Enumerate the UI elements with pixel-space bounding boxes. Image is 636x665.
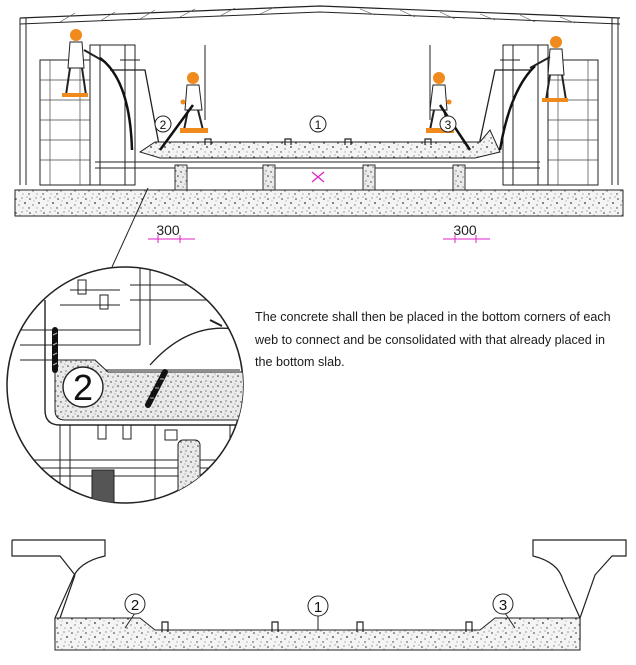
worker-left-upper: [62, 29, 106, 97]
svg-text:300: 300: [156, 222, 180, 238]
callout-section-2: 2: [124, 593, 146, 615]
ground-concrete: [14, 189, 624, 217]
svg-text:1: 1: [315, 118, 322, 132]
worker-right-lower: [426, 72, 454, 133]
slab-rebar-hooks: [204, 138, 432, 145]
center-bracing: [311, 171, 325, 183]
svg-text:2: 2: [160, 118, 167, 132]
callout-top-2: 2: [154, 115, 172, 133]
callout-top-1: 1: [309, 115, 327, 133]
svg-text:3: 3: [445, 118, 452, 132]
svg-text:3: 3: [499, 597, 507, 614]
svg-text:1: 1: [314, 599, 322, 616]
pour-instruction-text: The concrete shall then be placed in the…: [255, 310, 611, 369]
callout-section-3: 3: [492, 593, 514, 615]
dimension-left: 300: [148, 222, 195, 243]
dimension-right: 300: [443, 222, 490, 243]
corner-detail: 2: [6, 266, 244, 504]
svg-text:2: 2: [131, 597, 139, 614]
worker-right-upper: [529, 36, 568, 102]
concrete-pump-hoses: [99, 56, 536, 151]
callout-section-1: 1: [307, 595, 329, 617]
support-columns: [174, 164, 466, 191]
box-girder-section: 2 1 3: [11, 539, 627, 651]
bottom-slab-concrete: [138, 129, 501, 159]
callout-top-3: 3: [439, 115, 457, 133]
worker-left-lower: [180, 72, 208, 133]
detail-leader: [111, 187, 149, 268]
svg-text:300: 300: [453, 222, 477, 238]
svg-text:2: 2: [73, 367, 93, 408]
